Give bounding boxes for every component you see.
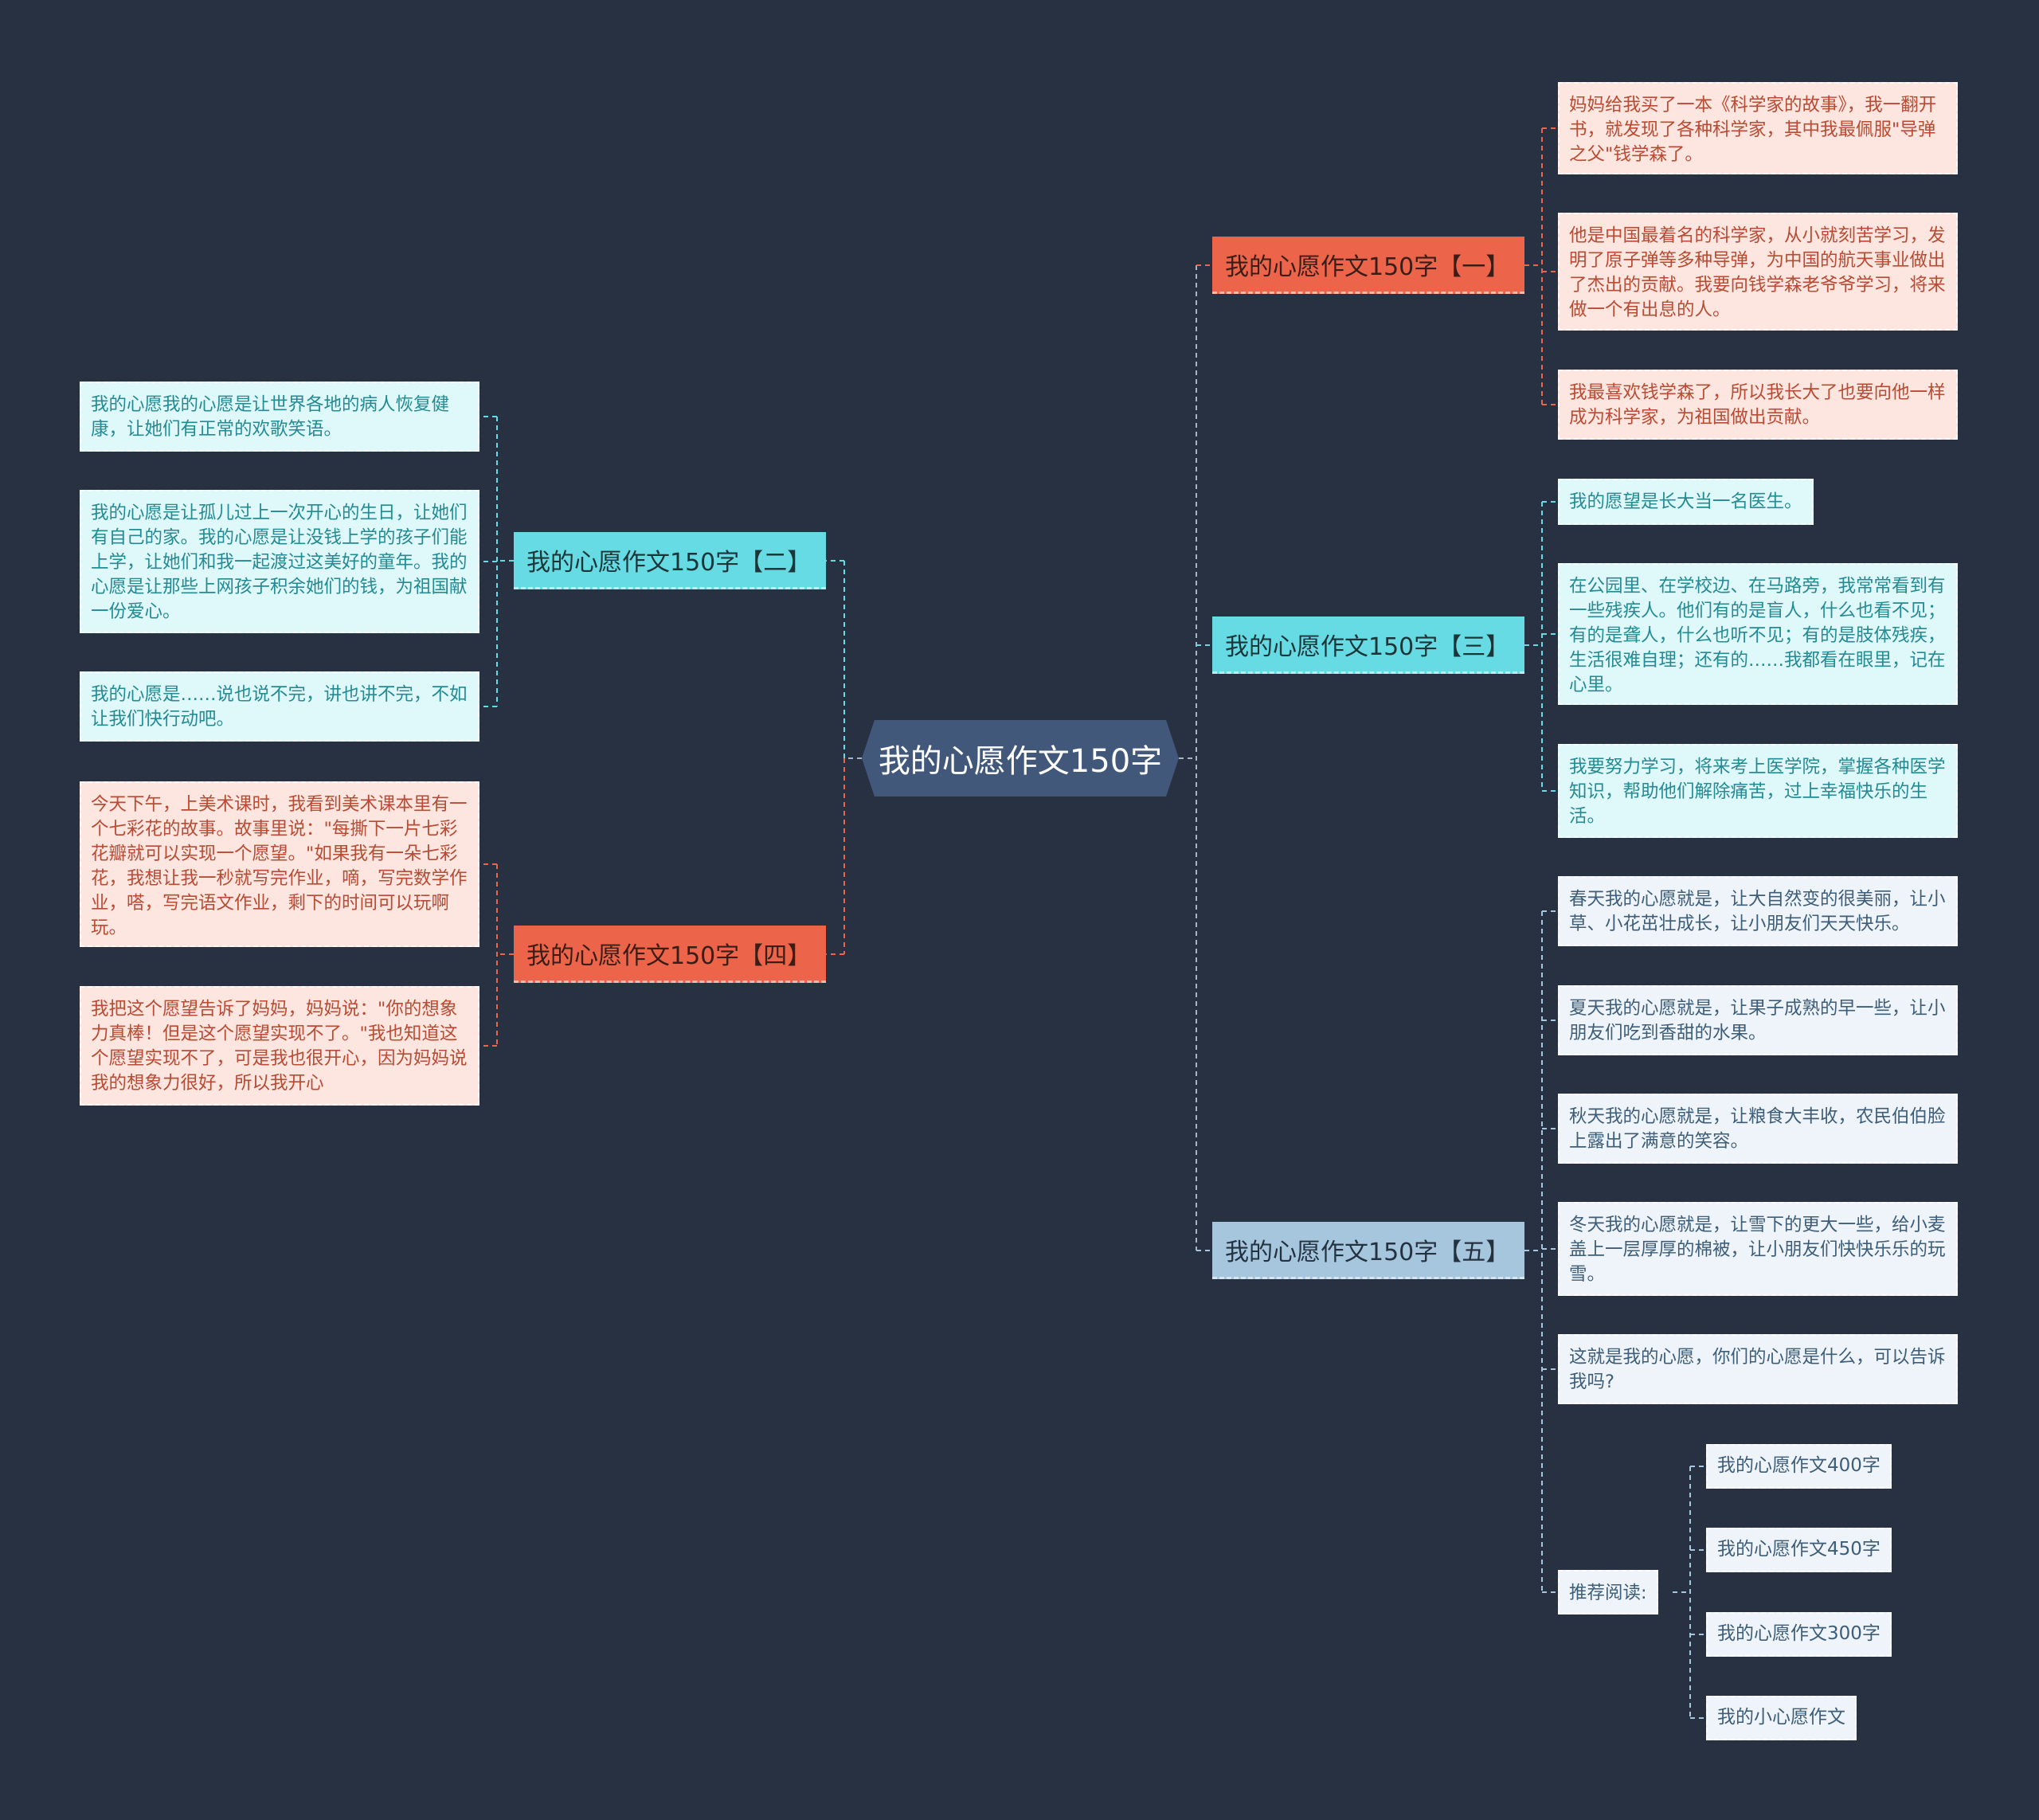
leaf-text: 我的心愿是……说也说不完，讲也讲不完，不如让我们快行动吧。 xyxy=(91,684,468,730)
leaf-2-1[interactable]: 我的心愿我的心愿是让世界各地的病人恢复健康，让她们有正常的欢歌笑语。 xyxy=(80,382,479,452)
recommend-link-2[interactable]: 我的心愿作文450字 xyxy=(1706,1528,1892,1572)
leaf-5-3[interactable]: 秋天我的心愿就是，让粮食大丰收，农民伯伯脸上露出了满意的笑容。 xyxy=(1558,1094,1958,1164)
leaf-2-2[interactable]: 我的心愿是让孤儿过上一次开心的生日，让她们有自己的家。我的心愿是让没钱上学的孩子… xyxy=(80,490,479,633)
recommend-link-text: 我的心愿作文300字 xyxy=(1717,1623,1880,1644)
branch-title-4: 我的心愿作文150字【四】 xyxy=(526,941,812,970)
branch-topic-2[interactable]: 我的心愿作文150字【二】 xyxy=(514,532,826,589)
leaf-1-1[interactable]: 妈妈给我买了一本《科学家的故事》，我一翻开书，就发现了各种科学家，其中我最佩服"… xyxy=(1558,82,1958,174)
leaf-text: 他是中国最着名的科学家，从小就刻苦学习，发明了原子弹等多种导弹，为中国的航天事业… xyxy=(1569,225,1946,320)
branch-topic-3[interactable]: 我的心愿作文150字【三】 xyxy=(1212,616,1524,674)
leaf-text: 秋天我的心愿就是，让粮食大丰收，农民伯伯脸上露出了满意的笑容。 xyxy=(1569,1106,1946,1152)
branch-title-2: 我的心愿作文150字【二】 xyxy=(526,548,812,577)
leaf-5-2[interactable]: 夏天我的心愿就是，让果子成熟的早一些，让小朋友们吃到香甜的水果。 xyxy=(1558,985,1958,1055)
leaf-5-4[interactable]: 冬天我的心愿就是，让雪下的更大一些，给小麦盖上一层厚厚的棉被，让小朋友们快快乐乐… xyxy=(1558,1202,1958,1296)
branch-topic-5[interactable]: 我的心愿作文150字【五】 xyxy=(1212,1222,1524,1279)
branch-title-5: 我的心愿作文150字【五】 xyxy=(1225,1238,1510,1266)
recommend-link-text: 我的心愿作文450字 xyxy=(1717,1539,1880,1560)
leaf-3-3[interactable]: 我要努力学习，将来考上医学院，掌握各种医学知识，帮助他们解除痛苦，过上幸福快乐的… xyxy=(1558,744,1958,838)
leaf-3-1[interactable]: 我的愿望是长大当一名医生。 xyxy=(1558,479,1814,525)
recommend-link-1[interactable]: 我的心愿作文400字 xyxy=(1706,1444,1892,1489)
recommend-label-text: 推荐阅读: xyxy=(1569,1583,1647,1603)
branch-topic-4[interactable]: 我的心愿作文150字【四】 xyxy=(514,926,826,983)
leaf-text: 春天我的心愿就是，让大自然变的很美丽，让小草、小花茁壮成长，让小朋友们天天快乐。 xyxy=(1569,889,1946,934)
root-title: 我的心愿作文150字 xyxy=(878,743,1163,780)
leaf-text: 我的愿望是长大当一名医生。 xyxy=(1569,491,1802,512)
branch-title-3: 我的心愿作文150字【三】 xyxy=(1225,632,1510,661)
root-topic[interactable]: 我的心愿作文150字 xyxy=(862,720,1179,796)
leaf-text: 我最喜欢钱学森了，所以我长大了也要向他一样成为科学家，为祖国做出贡献。 xyxy=(1569,382,1946,428)
leaf-text: 夏天我的心愿就是，让果子成熟的早一些，让小朋友们吃到香甜的水果。 xyxy=(1569,998,1946,1043)
leaf-5-1[interactable]: 春天我的心愿就是，让大自然变的很美丽，让小草、小花茁壮成长，让小朋友们天天快乐。 xyxy=(1558,876,1958,946)
branch-title-1: 我的心愿作文150字【一】 xyxy=(1225,252,1510,281)
leaf-1-2[interactable]: 他是中国最着名的科学家，从小就刻苦学习，发明了原子弹等多种导弹，为中国的航天事业… xyxy=(1558,213,1958,331)
leaf-2-3[interactable]: 我的心愿是……说也说不完，讲也讲不完，不如让我们快行动吧。 xyxy=(80,671,479,742)
leaf-text: 这就是我的心愿，你们的心愿是什么，可以告诉我吗? xyxy=(1569,1347,1946,1392)
leaf-1-3[interactable]: 我最喜欢钱学森了，所以我长大了也要向他一样成为科学家，为祖国做出贡献。 xyxy=(1558,370,1958,440)
recommend-link-text: 我的小心愿作文 xyxy=(1717,1707,1845,1728)
leaf-text: 在公园里、在学校边、在马路旁，我常常看到有一些残疾人。他们有的是盲人，什么也看不… xyxy=(1569,576,1946,695)
leaf-4-2[interactable]: 我把这个愿望告诉了妈妈，妈妈说："你的想象力真棒！但是这个愿望实现不了。"我也知… xyxy=(80,986,479,1106)
leaf-text: 我要努力学习，将来考上医学院，掌握各种医学知识，帮助他们解除痛苦，过上幸福快乐的… xyxy=(1569,757,1946,827)
leaf-3-2[interactable]: 在公园里、在学校边、在马路旁，我常常看到有一些残疾人。他们有的是盲人，什么也看不… xyxy=(1558,563,1958,705)
recommend-label[interactable]: 推荐阅读: xyxy=(1558,1570,1658,1615)
leaf-text: 今天下午，上美术课时，我看到美术课本里有一个七彩花的故事。故事里说："每撕下一片… xyxy=(91,794,468,938)
leaf-text: 妈妈给我买了一本《科学家的故事》，我一翻开书，就发现了各种科学家，其中我最佩服"… xyxy=(1569,95,1937,165)
leaf-text: 我把这个愿望告诉了妈妈，妈妈说："你的想象力真棒！但是这个愿望实现不了。"我也知… xyxy=(91,999,468,1094)
recommend-link-text: 我的心愿作文400字 xyxy=(1717,1455,1880,1476)
recommend-link-3[interactable]: 我的心愿作文300字 xyxy=(1706,1612,1892,1657)
leaf-text: 我的心愿是让孤儿过上一次开心的生日，让她们有自己的家。我的心愿是让没钱上学的孩子… xyxy=(91,503,468,622)
leaf-4-1[interactable]: 今天下午，上美术课时，我看到美术课本里有一个七彩花的故事。故事里说："每撕下一片… xyxy=(80,781,479,947)
recommend-link-4[interactable]: 我的小心愿作文 xyxy=(1706,1696,1857,1740)
leaf-text: 冬天我的心愿就是，让雪下的更大一些，给小麦盖上一层厚厚的棉被，让小朋友们快快乐乐… xyxy=(1569,1215,1946,1285)
leaf-5-5[interactable]: 这就是我的心愿，你们的心愿是什么，可以告诉我吗? xyxy=(1558,1334,1958,1404)
leaf-text: 我的心愿我的心愿是让世界各地的病人恢复健康，让她们有正常的欢歌笑语。 xyxy=(91,394,450,440)
branch-topic-1[interactable]: 我的心愿作文150字【一】 xyxy=(1212,237,1524,294)
